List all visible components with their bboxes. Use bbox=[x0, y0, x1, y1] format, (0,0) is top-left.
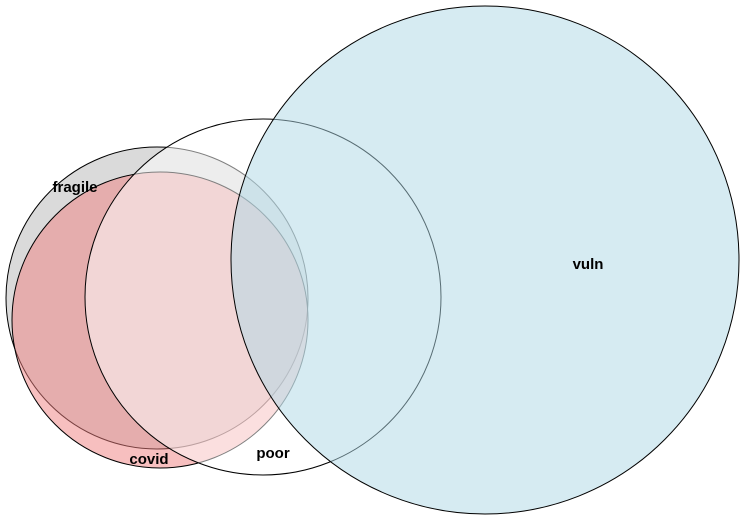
circle-vuln bbox=[230, 5, 740, 515]
label-fragile: fragile bbox=[52, 179, 97, 196]
venn-labels: fragile covid poor vuln bbox=[52, 179, 603, 468]
label-covid: covid bbox=[129, 451, 168, 468]
label-poor: poor bbox=[256, 445, 289, 462]
label-vuln: vuln bbox=[573, 256, 604, 273]
venn-circles bbox=[5, 5, 740, 515]
